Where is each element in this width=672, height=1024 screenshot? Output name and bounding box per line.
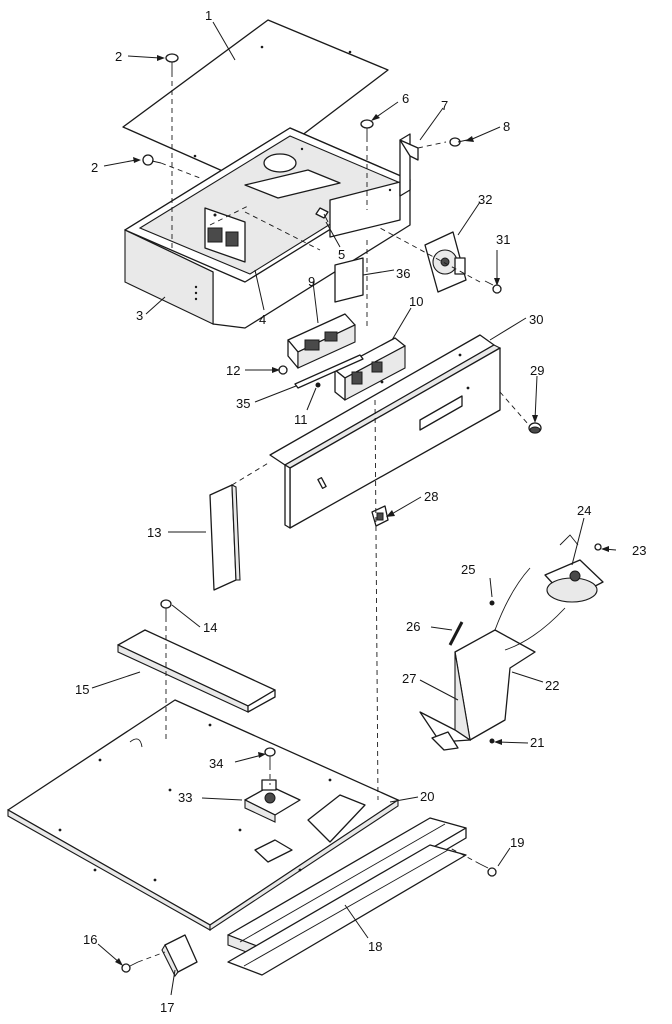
callout-25: 25 — [461, 562, 475, 577]
callout-20: 20 — [420, 789, 434, 804]
part-25-screw — [489, 600, 495, 606]
callout-2-side: 2 — [91, 160, 98, 175]
part-11-screw — [315, 382, 321, 388]
callout-35: 35 — [236, 396, 250, 411]
callout-34: 34 — [209, 756, 223, 771]
callout-22: 22 — [545, 678, 559, 693]
part-34-screw — [264, 747, 276, 765]
part-8-screw — [449, 137, 468, 147]
part-10-timer-module — [334, 337, 406, 401]
part-9-control-module — [287, 313, 356, 369]
assembly-lines — [137, 72, 529, 963]
part-36-plate — [334, 257, 364, 303]
part-2-screw-side — [142, 154, 162, 166]
part-35-strip — [294, 354, 364, 389]
part-23-screw — [594, 543, 602, 551]
callout-28: 28 — [424, 489, 438, 504]
part-33-motor — [244, 779, 301, 823]
callout-7: 7 — [441, 98, 448, 113]
callout-2-top: 2 — [115, 49, 122, 64]
part-32-fan-motor — [424, 231, 467, 293]
callout-12: 12 — [226, 363, 240, 378]
part-30-control-panel — [269, 334, 502, 529]
callout-32: 32 — [478, 192, 492, 207]
callout-4: 4 — [259, 312, 266, 327]
part-17-bracket — [161, 934, 198, 978]
part-12-screw — [278, 365, 288, 375]
callout-8: 8 — [503, 119, 510, 134]
callout-26: 26 — [406, 619, 420, 634]
callout-1: 1 — [205, 8, 212, 23]
part-6-screw — [360, 119, 374, 137]
callout-30: 30 — [529, 312, 543, 327]
callout-10: 10 — [409, 294, 423, 309]
callout-36: 36 — [396, 266, 410, 281]
callout-24: 24 — [577, 503, 591, 518]
part-14-screw — [160, 599, 172, 617]
part-20-base-plate — [7, 699, 399, 932]
part-1-top-cover — [122, 19, 389, 181]
callout-5: 5 — [338, 247, 345, 262]
callout-16: 16 — [83, 932, 97, 947]
part-26-pin — [448, 621, 464, 646]
part-24-latch — [544, 534, 604, 603]
part-5-screw — [315, 207, 329, 223]
part-29-knob — [528, 422, 542, 434]
part-4-relay-board — [204, 207, 246, 263]
callout-3: 3 — [136, 308, 143, 323]
callout-18: 18 — [368, 939, 382, 954]
leader-lines — [91, 21, 617, 996]
part-22-latch-bracket — [419, 567, 566, 751]
part-7-bracket — [399, 133, 419, 197]
part-19-screw — [479, 863, 497, 877]
part-16-screw — [121, 961, 139, 973]
callout-23: 23 — [632, 543, 646, 558]
part-18-rail — [227, 817, 467, 976]
callout-31: 31 — [496, 232, 510, 247]
callout-9: 9 — [308, 274, 315, 289]
part-15-channel — [117, 629, 276, 713]
part-31-screw — [484, 280, 502, 294]
callout-27: 27 — [402, 671, 416, 686]
callout-14: 14 — [203, 620, 217, 635]
callout-29: 29 — [530, 363, 544, 378]
callout-21: 21 — [530, 735, 544, 750]
part-13-side-trim — [209, 484, 241, 591]
callout-19: 19 — [510, 835, 524, 850]
part-28-switch — [371, 505, 389, 527]
callout-11: 11 — [294, 412, 308, 427]
callout-15: 15 — [75, 682, 89, 697]
part-2-screw-top — [165, 53, 179, 72]
part-21-screw — [489, 738, 495, 744]
callout-labels: 1 2 2 3 4 5 6 7 8 9 10 11 12 13 14 15 16… — [75, 8, 646, 1015]
callout-13: 13 — [147, 525, 161, 540]
callout-6: 6 — [402, 91, 409, 106]
callout-33: 33 — [178, 790, 192, 805]
callout-17: 17 — [160, 1000, 174, 1015]
